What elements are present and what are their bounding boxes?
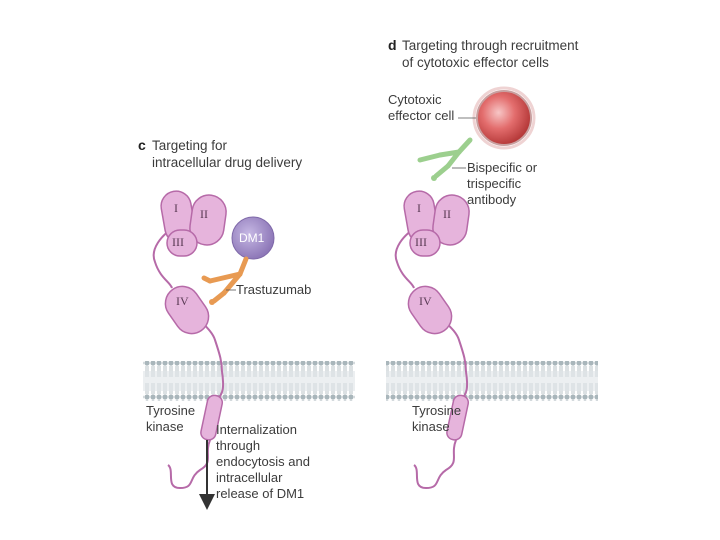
- receptor-domain-ii-d: II: [432, 194, 470, 246]
- internalization-line5: release of DM1: [216, 486, 304, 501]
- dm1-molecule: DM1: [231, 216, 275, 260]
- domain-label-iii: III: [172, 235, 184, 249]
- kinase-label-line2: kinase: [146, 419, 184, 434]
- kinase-label-d-line1: Tyrosine: [412, 403, 461, 418]
- domain-label-i: I: [174, 201, 178, 215]
- panel-d-title-line1: Targeting through recruitment: [402, 38, 579, 53]
- effector-label-line2: effector cell: [388, 108, 454, 123]
- bispecific-label-line3: antibody: [467, 192, 517, 207]
- panel-c-title-line2: intracellular drug delivery: [152, 155, 302, 170]
- internalization-line2: through: [216, 438, 260, 453]
- panel-c-letter: c: [138, 137, 146, 153]
- panel-d-letter: d: [388, 37, 397, 53]
- panel-d: d Targeting through recruitment of cytot…: [386, 37, 598, 490]
- kinase-label-d-line2: kinase: [412, 419, 450, 434]
- cell-membrane: [143, 361, 355, 401]
- panel-c: c Targeting for intracellular drug deliv…: [138, 137, 355, 510]
- panel-c-title-line1: Targeting for: [152, 138, 228, 153]
- domain-label-iv: IV: [176, 294, 189, 308]
- effector-label-line1: Cytotoxic: [388, 92, 442, 107]
- receptor-domain-iii-d: III: [409, 229, 441, 257]
- receptor-domain-iv-d: IV: [407, 285, 453, 335]
- receptor-domain-iv: IV: [164, 285, 210, 335]
- domain-label-ii-d: II: [443, 207, 451, 221]
- domain-label-ii: II: [200, 207, 208, 221]
- panel-d-title-line2: of cytotoxic effector cells: [402, 55, 549, 70]
- domain-label-i-d: I: [417, 201, 421, 215]
- domain-label-iii-d: III: [415, 235, 427, 249]
- bispecific-antibody: [417, 137, 473, 181]
- dm1-label: DM1: [239, 231, 265, 245]
- receptor-domain-iii: III: [166, 229, 198, 257]
- trastuzumab-label: Trastuzumab: [236, 282, 311, 297]
- cell-membrane-d: [386, 361, 598, 401]
- transmembrane-segment: [200, 394, 224, 441]
- transmembrane-segment-d: [446, 394, 470, 441]
- internalization-line1: Internalization: [216, 422, 297, 437]
- receptor-domain-ii: II: [189, 194, 227, 246]
- kinase-label-line1: Tyrosine: [146, 403, 195, 418]
- bispecific-label-line2: trispecific: [467, 176, 522, 191]
- bispecific-label-line1: Bispecific or: [467, 160, 538, 175]
- effector-cell: [472, 86, 536, 150]
- internalization-line4: intracellular: [216, 470, 283, 485]
- kinase-tail-d: [413, 439, 457, 490]
- kinase-tail: [167, 439, 211, 490]
- internalization-line3: endocytosis and: [216, 454, 310, 469]
- domain-label-iv-d: IV: [419, 294, 432, 308]
